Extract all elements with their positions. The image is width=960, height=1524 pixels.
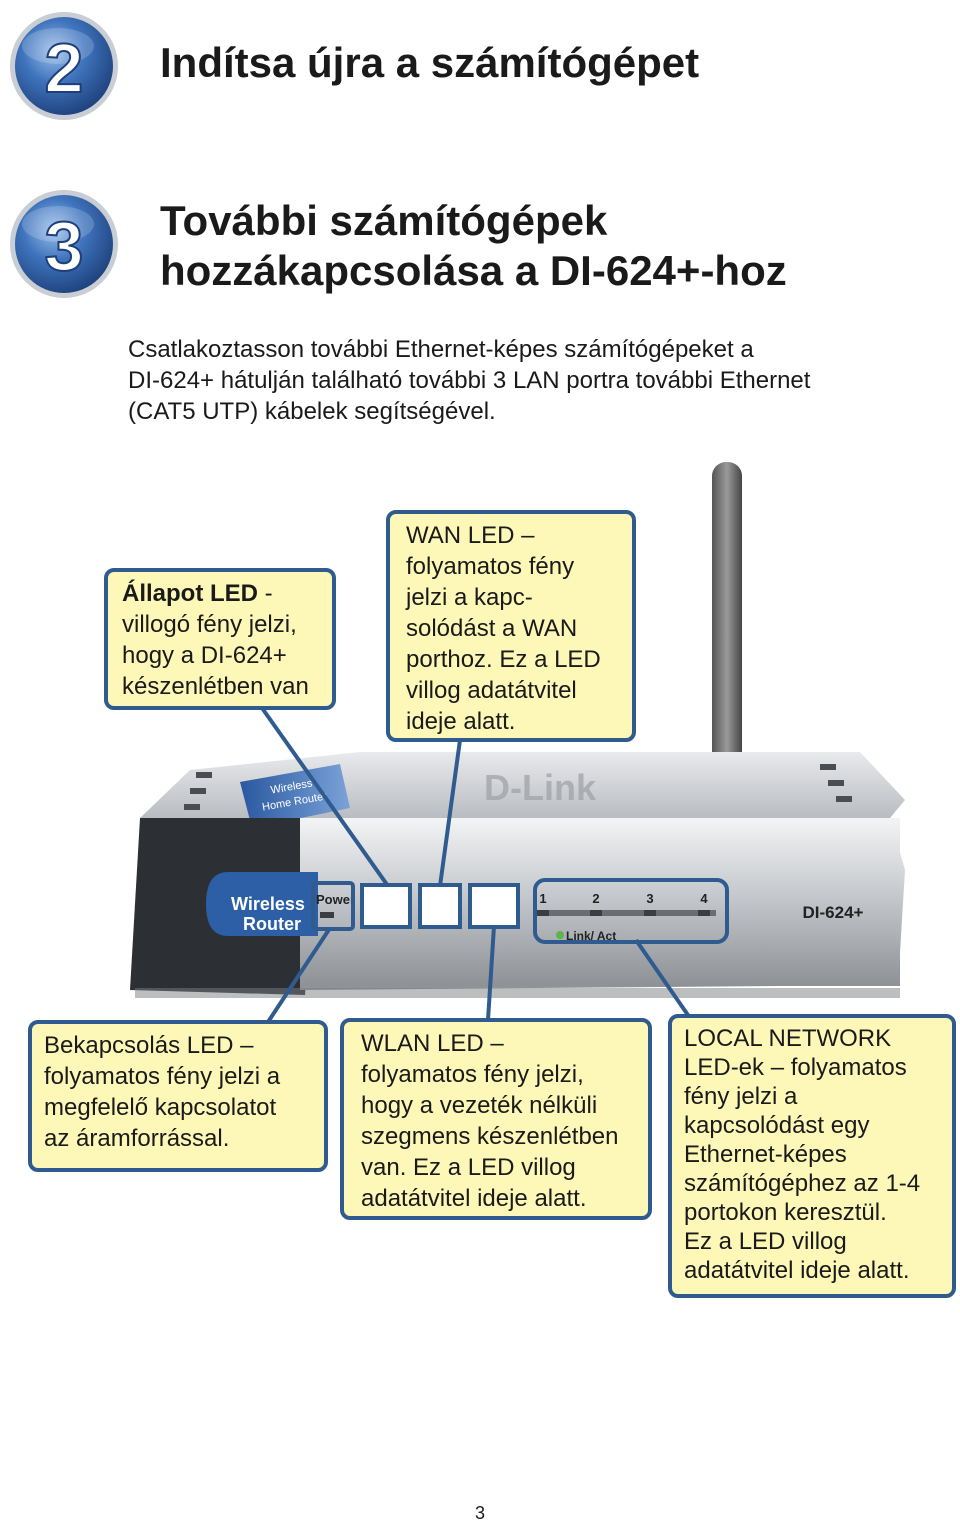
wan-led-frame — [418, 883, 462, 929]
port-1-label: 1 — [539, 891, 546, 906]
model-label: DI-624+ — [803, 903, 864, 922]
step-2-badge-icon: 2 — [10, 12, 118, 120]
port-2-label: 2 — [592, 891, 599, 906]
badge-line1: Wireless — [231, 894, 305, 914]
intro-paragraph: Csatlakoztasson további Ethernet-képes s… — [128, 336, 811, 425]
power-label: Power — [316, 892, 355, 907]
link-act-label: Link/ Act — [566, 929, 616, 943]
antenna — [712, 462, 742, 780]
badge-line2: Router — [243, 914, 301, 934]
power-led — [320, 912, 334, 918]
lan-leds-frame — [533, 878, 729, 944]
step-3-badge-icon: 3 — [10, 190, 118, 298]
step-2-title: Indítsa újra a számítógépet — [160, 39, 700, 86]
lan-led-strip — [536, 910, 716, 916]
callout-local-network-leds: LOCAL NETWORK LED-ek – folyamatos fény j… — [668, 1014, 956, 1298]
step-3-number: 3 — [45, 207, 84, 285]
page-number: 3 — [474, 1503, 485, 1523]
wireless-router-badge — [206, 872, 318, 936]
status-led-frame — [360, 883, 412, 929]
callout-wan-led: WAN LED – folyamatos fény jelzi a kapc- … — [386, 510, 636, 742]
port-4-label: 4 — [700, 891, 708, 906]
brand-logo: D-Link — [484, 767, 597, 808]
wlan-led-frame — [468, 883, 520, 929]
callout-wlan-led: WLAN LED – folyamatos fény jelzi, hogy a… — [340, 1018, 652, 1220]
status-callout-lead: Állapot LED — [122, 580, 258, 607]
link-indicator-dot — [556, 931, 564, 939]
step-3-title: További számítógépek hozzákapcsolása a D… — [160, 197, 787, 294]
port-3-label: 3 — [646, 891, 653, 906]
callout-power-led: Bekapcsolás LED – folyamatos fény jelzi … — [28, 1020, 328, 1172]
step-2-number: 2 — [45, 29, 84, 107]
callout-status-led: Állapot LED - villogó fény jelzi, hogy a… — [104, 568, 336, 710]
